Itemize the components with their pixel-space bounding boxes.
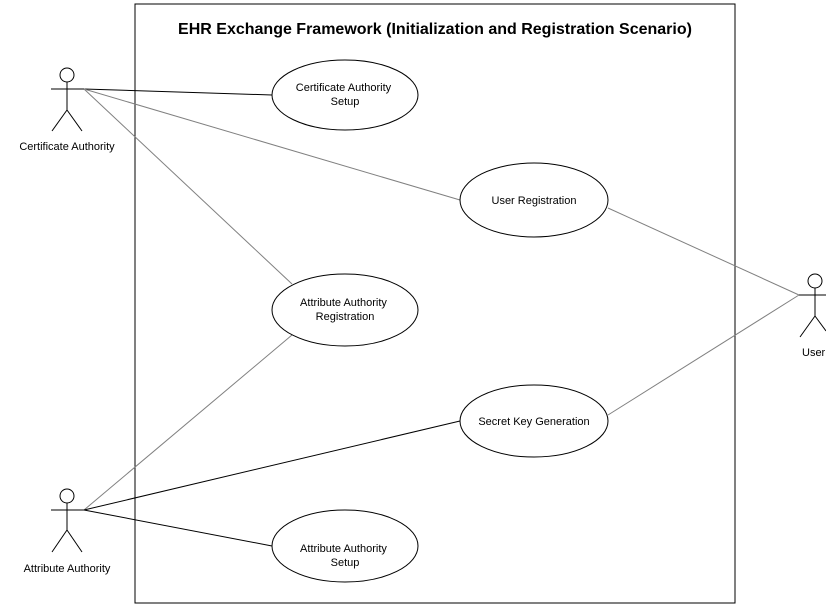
use-case-ca-setup[interactable]: Certificate Authority Setup bbox=[271, 59, 419, 131]
association-aa-to-aa-registration bbox=[83, 334, 293, 511]
use-case-label: Certificate Authority Setup bbox=[296, 82, 394, 108]
actor-label: User bbox=[802, 347, 826, 359]
association-ca-to-user-registration bbox=[83, 88, 461, 201]
actor-attribute-authority[interactable]: Attribute Authority bbox=[24, 488, 111, 575]
use-case-label-line-1: Certificate Authority bbox=[296, 82, 392, 94]
system-boundary bbox=[134, 3, 736, 604]
diagram-title: EHR Exchange Framework (Initialization a… bbox=[178, 21, 692, 38]
use-case-ellipse bbox=[271, 59, 419, 131]
use-case-aa-setup[interactable]: Attribute Authority Setup bbox=[271, 509, 419, 583]
use-case-label: Attribute Authority Registration bbox=[300, 297, 390, 323]
use-case-label: Attribute Authority Setup bbox=[300, 543, 390, 569]
actor-label: Certificate Authority bbox=[19, 141, 115, 153]
use-case-user-registration[interactable]: User Registration bbox=[459, 162, 609, 238]
association-user-to-secret-key-generation bbox=[607, 294, 800, 416]
association-user-to-user-registration bbox=[607, 207, 800, 296]
use-case-label-line-2: Registration bbox=[316, 311, 375, 323]
association-aa-to-secret-key-generation bbox=[83, 420, 461, 511]
use-case-label-line-1: Attribute Authority bbox=[300, 297, 387, 309]
stick-figure-icon bbox=[799, 273, 826, 338]
actor-certificate-authority[interactable]: Certificate Authority bbox=[19, 67, 115, 153]
use-case-label-line-1: Attribute Authority bbox=[300, 543, 387, 555]
use-case-ellipse bbox=[459, 162, 609, 238]
stick-figure-icon bbox=[51, 488, 84, 553]
use-case-label-line-2: Setup bbox=[331, 557, 360, 569]
use-case-secret-key-generation[interactable]: Secret Key Generation bbox=[459, 384, 609, 458]
actor-user[interactable]: User bbox=[799, 273, 826, 359]
use-case-label: Secret Key Generation bbox=[478, 416, 589, 428]
association-ca-to-aa-registration bbox=[83, 88, 293, 285]
use-case-ellipse bbox=[459, 384, 609, 458]
use-case-label-line-2: Setup bbox=[331, 96, 360, 108]
use-case-label: User Registration bbox=[492, 195, 577, 207]
actor-label: Attribute Authority bbox=[24, 563, 111, 575]
use-case-ellipse bbox=[271, 509, 419, 583]
association-aa-to-aa-setup bbox=[83, 509, 273, 547]
stick-figure-icon bbox=[51, 67, 84, 132]
use-case-ellipse bbox=[271, 273, 419, 347]
association-ca-to-ca-setup bbox=[83, 88, 273, 96]
use-case-aa-registration[interactable]: Attribute Authority Registration bbox=[271, 273, 419, 347]
